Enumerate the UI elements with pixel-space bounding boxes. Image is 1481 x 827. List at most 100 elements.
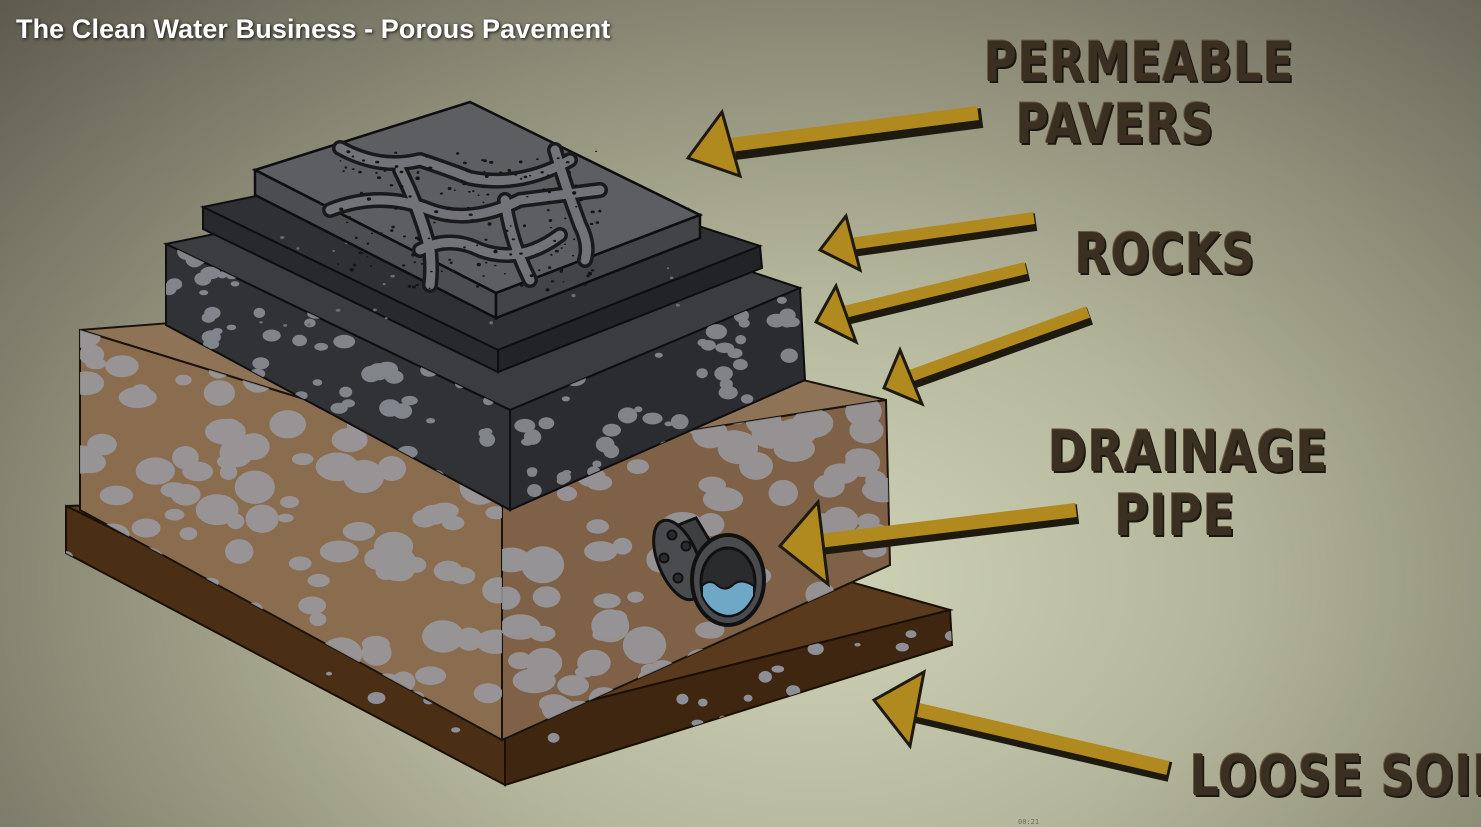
joint-gravel-dot: [428, 287, 431, 290]
rock-stone: [253, 307, 266, 318]
joint-gravel-dot: [408, 195, 412, 198]
gravel-stone: [688, 729, 711, 740]
joint-gravel-dot: [590, 210, 595, 214]
gravel-stone: [768, 479, 798, 507]
rock-stone: [617, 407, 638, 424]
rock-stone: [670, 414, 689, 430]
gravel-stone: [475, 629, 502, 654]
joint-gravel-dot: [519, 252, 523, 255]
joint-gravel-dot: [376, 176, 382, 180]
gravel-stone: [502, 547, 531, 573]
joint-gravel-dot: [445, 218, 449, 222]
rock-speck: [259, 321, 263, 324]
gravel-stone: [124, 596, 157, 623]
gravel-stone: [612, 537, 633, 555]
soil-speck: [124, 711, 137, 720]
gravel-stone: [593, 593, 621, 609]
gravel-stone: [309, 612, 327, 627]
video-timestamp: 00:21: [1018, 818, 1040, 826]
joint-gravel-dot: [499, 171, 503, 174]
rock-speck: [669, 276, 674, 280]
label-arrows: [685, 106, 1173, 782]
joint-gravel-dot: [522, 224, 527, 228]
gravel-stone: [521, 546, 565, 584]
gravel-stone: [273, 688, 308, 716]
gravel-stone: [626, 459, 650, 474]
rock-stone: [333, 334, 356, 349]
rock-stone: [361, 365, 381, 383]
soil-speck: [786, 685, 801, 697]
joint-gravel-dot: [427, 237, 431, 240]
gravel-stone: [252, 679, 283, 704]
soil-speck: [817, 714, 833, 723]
joint-gravel-dot: [572, 191, 577, 195]
joint-gravel-dot: [358, 251, 362, 255]
rock-speck: [571, 293, 576, 298]
joint-gravel-dot: [336, 263, 340, 266]
rock-stone: [341, 399, 355, 408]
joint-gravel-dot: [573, 238, 576, 241]
rock-stone: [194, 272, 212, 286]
joint-gravel-dot: [549, 227, 553, 229]
gravel-stone: [502, 614, 541, 640]
gravel-stone: [385, 556, 416, 582]
joint-gravel-dot: [598, 209, 602, 213]
gravel-stone: [607, 610, 628, 627]
rock-stone: [780, 348, 798, 363]
joint-gravel-dot: [447, 206, 451, 209]
joint-gravel-dot: [416, 171, 420, 174]
joint-gravel-dot: [402, 235, 406, 238]
joint-gravel-dot: [568, 171, 572, 174]
gravel-stone: [227, 513, 245, 530]
joint-gravel-dot: [456, 152, 460, 155]
rock-stone: [252, 357, 270, 370]
label-rocks: ROCKS: [1063, 223, 1268, 287]
rock-stone: [514, 418, 536, 433]
gravel-stone: [99, 485, 134, 506]
gravel-stone: [845, 448, 881, 477]
joint-gravel-dot: [462, 182, 467, 186]
gravel-stone: [849, 417, 884, 444]
rock-stone: [339, 386, 353, 398]
gravel-stone: [135, 457, 175, 485]
gravel-stone: [813, 474, 845, 498]
soil-speck: [758, 671, 772, 683]
gravel-stone: [90, 705, 112, 725]
arrow-rocks-2: [813, 262, 1031, 346]
gravel-stone: [364, 548, 390, 570]
soil-speck: [288, 767, 299, 774]
gravel-stone: [230, 665, 265, 685]
joint-gravel-dot: [586, 274, 590, 278]
soil-speck: [676, 693, 689, 705]
joint-gravel-dot: [484, 238, 488, 241]
joint-gravel-dot: [484, 174, 489, 178]
gravel-stone: [280, 496, 299, 508]
rock-speck: [390, 274, 396, 278]
joint-gravel-dot: [370, 232, 374, 235]
gravel-stone: [168, 627, 192, 642]
joint-gravel-dot: [375, 171, 378, 174]
joint-gravel-dot: [481, 159, 484, 162]
soil-speck: [672, 762, 686, 773]
joint-gravel-dot: [547, 190, 551, 194]
joint-gravel-dot: [476, 244, 479, 247]
joint-gravel-dot: [554, 249, 559, 253]
joint-gravel-dot: [369, 265, 373, 267]
soil-speck: [112, 704, 125, 713]
rock-stone: [203, 338, 220, 350]
gravel-stone: [441, 515, 465, 531]
soil-speck: [70, 773, 81, 781]
rock-speck: [382, 283, 386, 286]
arrow-drainage-pipe: [777, 498, 1080, 588]
rock-stone: [527, 484, 542, 497]
joint-gravel-dot: [428, 166, 433, 169]
soil-speck: [935, 737, 943, 742]
soil-speck: [66, 570, 79, 585]
rock-stone: [664, 421, 673, 427]
drainage-pipe: [652, 516, 766, 627]
rock-speck: [335, 308, 341, 312]
gravel-stone: [865, 470, 887, 490]
gravel-stone: [160, 482, 188, 498]
gravel-stone: [80, 627, 96, 645]
